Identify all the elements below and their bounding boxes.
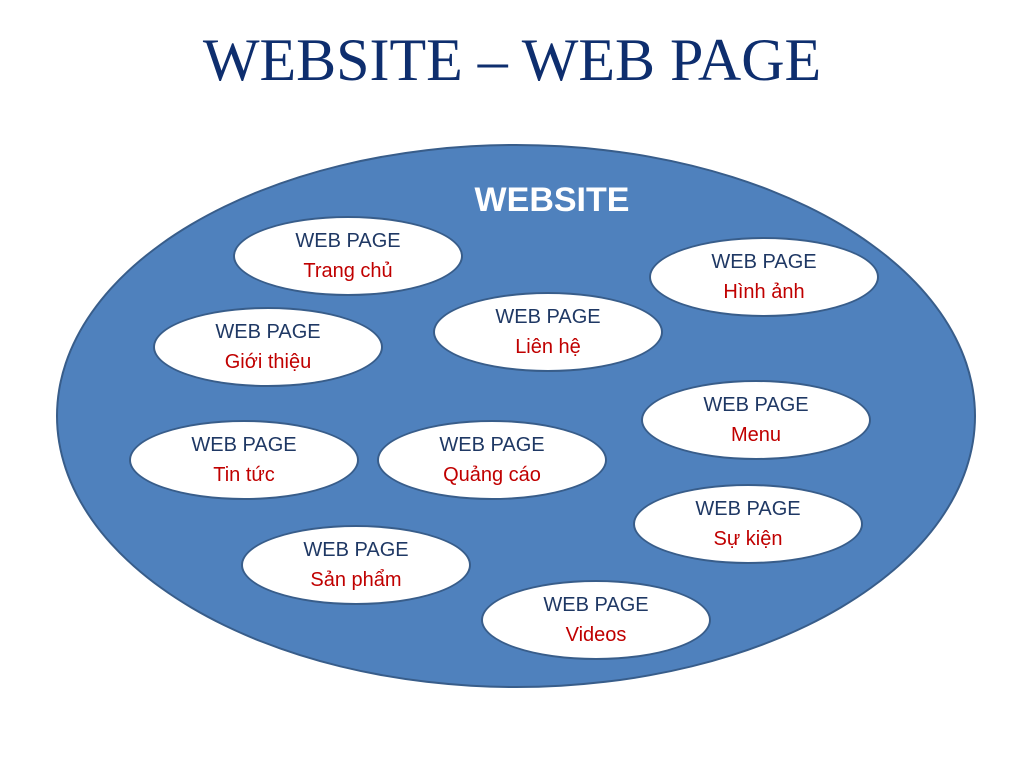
webpage-name-label: Sự kiện [713, 528, 783, 550]
webpage-kind-label: WEB PAGE [295, 230, 401, 252]
webpage-kind-label: WEB PAGE [703, 394, 809, 416]
webpage-kind-label: WEB PAGE [695, 498, 801, 520]
webpage-kind-label: WEB PAGE [215, 321, 321, 343]
website-label: WEBSITE [474, 181, 630, 219]
webpage-lien-he[interactable]: WEB PAGE Liên hệ [433, 292, 663, 372]
webpage-tin-tuc[interactable]: WEB PAGE Tin tức [129, 420, 359, 500]
webpage-su-kien[interactable]: WEB PAGE Sự kiện [633, 484, 863, 564]
webpage-name-label: Giới thiệu [224, 351, 312, 373]
webpage-name-label: Menu [730, 424, 782, 446]
webpage-name-label: Hình ảnh [723, 281, 805, 303]
webpage-san-pham[interactable]: WEB PAGE Sản phẩm [241, 525, 471, 605]
webpage-kind-label: WEB PAGE [543, 594, 649, 616]
webpage-name-label: Trang chủ [303, 260, 393, 282]
webpage-trang-chu[interactable]: WEB PAGE Trang chủ [233, 216, 463, 296]
webpage-gioi-thieu[interactable]: WEB PAGE Giới thiệu [153, 307, 383, 387]
webpage-kind-label: WEB PAGE [191, 434, 297, 456]
webpage-name-label: Liên hệ [515, 336, 581, 358]
webpage-name-label: Videos [565, 624, 627, 646]
webpage-kind-label: WEB PAGE [495, 306, 601, 328]
webpage-hinh-anh[interactable]: WEB PAGE Hình ảnh [649, 237, 879, 317]
webpage-kind-label: WEB PAGE [711, 251, 817, 273]
webpage-videos[interactable]: WEB PAGE Videos [481, 580, 711, 660]
webpage-kind-label: WEB PAGE [303, 539, 409, 561]
webpage-quang-cao[interactable]: WEB PAGE Quảng cáo [377, 420, 607, 500]
webpage-menu[interactable]: WEB PAGE Menu [641, 380, 871, 460]
webpage-name-label: Quảng cáo [443, 464, 541, 486]
webpage-name-label: Sản phẩm [310, 569, 402, 591]
webpage-kind-label: WEB PAGE [439, 434, 545, 456]
webpage-name-label: Tin tức [213, 464, 275, 486]
slide-title: WEBSITE – WEB PAGE [202, 27, 822, 93]
